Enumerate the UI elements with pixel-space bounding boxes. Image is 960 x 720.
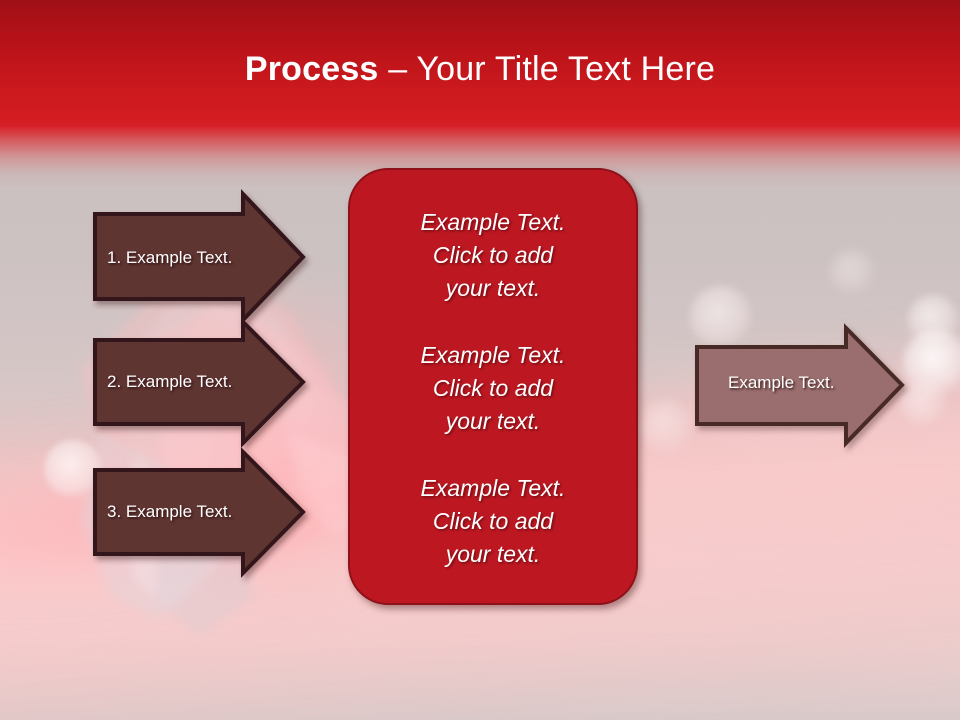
output-arrow[interactable]: Example Text. — [694, 323, 906, 448]
process-arrow-1[interactable]: 1. Example Text. — [93, 189, 308, 325]
process-arrow-3[interactable]: 3. Example Text. — [93, 447, 308, 578]
panel-text-block-1[interactable]: Example Text. Click to add your text. — [420, 209, 566, 301]
process-arrow-2[interactable]: 2. Example Text. — [93, 317, 308, 448]
page-title-strong: Process — [244, 50, 379, 88]
arrow-right-icon — [93, 317, 306, 448]
page-title-rest: – Your Title Text Here — [378, 50, 716, 88]
center-text-panel[interactable]: Example Text. Click to add your text. Ex… — [348, 168, 638, 605]
panel-text-block-2[interactable]: Example Text. Click to add your text. — [420, 342, 566, 434]
arrow-right-icon — [93, 447, 306, 578]
page-title: Process – Your Title Text Here — [0, 49, 960, 89]
arrow-right-icon — [93, 189, 306, 325]
title-banner — [0, 0, 960, 127]
arrow-right-icon — [695, 323, 905, 448]
panel-text-block-3[interactable]: Example Text. Click to add your text. — [420, 475, 566, 567]
